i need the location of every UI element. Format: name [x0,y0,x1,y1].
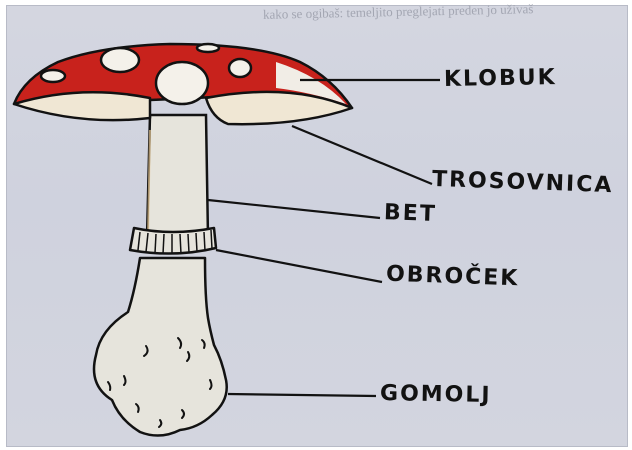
stem-bet [147,115,208,238]
label-bet: BET [384,200,438,227]
bulb-gomolj [94,258,227,436]
pointer-lines [208,80,440,396]
pointer-gomolj [228,394,376,396]
label-obrocek: OBROČEK [386,262,520,292]
pointer-trosovnica [292,126,432,184]
label-klobuk: KLOBUK [444,65,557,92]
ring-obrocek [130,228,216,254]
pointer-bet [208,200,380,218]
label-gomolj: GOMOLJ [380,381,492,408]
pointer-obrocek [216,250,382,282]
